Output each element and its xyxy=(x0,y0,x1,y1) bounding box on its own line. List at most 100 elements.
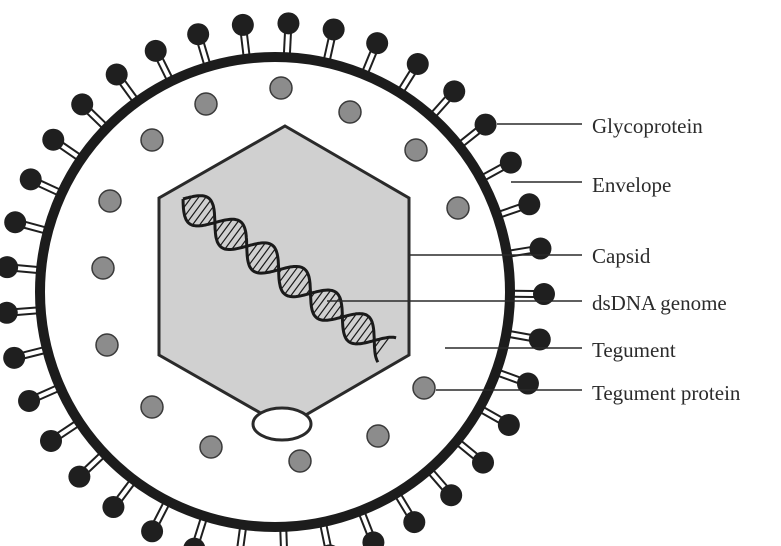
spike-stalk xyxy=(85,453,101,468)
glycoprotein-spike xyxy=(398,53,429,93)
spike-stalk xyxy=(500,210,521,217)
glycoprotein-spike xyxy=(480,407,520,436)
glycoprotein-head xyxy=(323,18,345,40)
glycoprotein-spike xyxy=(428,469,462,506)
glycoprotein-head xyxy=(407,53,429,75)
tegument-protein-label: Tegument protein xyxy=(592,381,741,405)
spike-stalk xyxy=(456,445,473,459)
spike-stalk xyxy=(198,45,204,66)
glycoprotein-spike xyxy=(183,517,206,546)
spike-stalk xyxy=(497,375,518,382)
glycoprotein-head xyxy=(0,256,18,278)
glycoprotein-spike xyxy=(20,168,61,195)
spike-stalk xyxy=(122,483,135,501)
glycoprotein-head xyxy=(529,328,551,350)
spike-stalk xyxy=(241,35,244,57)
glycoprotein-head xyxy=(440,484,462,506)
glycoprotein-spike xyxy=(71,93,107,128)
spike-stalk xyxy=(428,473,442,490)
glycoprotein-spike xyxy=(106,64,138,103)
tegument-protein xyxy=(289,450,311,472)
glycoprotein-spike xyxy=(42,129,81,161)
tegument-label: Tegument xyxy=(592,338,676,362)
glycoprotein-head xyxy=(529,238,551,260)
glycoprotein-spike xyxy=(4,211,47,233)
glycoprotein-spike xyxy=(323,18,345,61)
spike-stalk xyxy=(460,440,477,454)
spike-stalk xyxy=(120,84,133,102)
glycoprotein-spike xyxy=(141,501,169,542)
glycoprotein-head xyxy=(277,12,299,34)
tegument-protein xyxy=(447,197,469,219)
spike-stalk xyxy=(320,525,324,546)
capsid-label: Capsid xyxy=(592,244,651,268)
spike-stalk xyxy=(117,480,130,498)
glycoprotein-spike xyxy=(68,453,104,488)
glycoprotein-head xyxy=(443,80,465,102)
tegument-protein xyxy=(99,190,121,212)
spike-stalk xyxy=(284,33,285,55)
glycoprotein-head xyxy=(475,114,497,136)
envelope-label: Envelope xyxy=(592,173,671,197)
tegument-protein xyxy=(200,436,222,458)
spike-stalk xyxy=(91,109,107,124)
glycoprotein-head xyxy=(0,302,18,324)
glycoprotein-spike xyxy=(0,256,39,278)
glycoprotein-spike xyxy=(359,511,384,546)
tegument-protein xyxy=(413,377,435,399)
spike-stalk xyxy=(89,457,105,472)
glycoprotein-head xyxy=(4,211,26,233)
glycoprotein-head xyxy=(3,347,25,369)
spike-stalk xyxy=(87,114,103,129)
tegument-protein xyxy=(92,257,114,279)
glycoprotein-head xyxy=(366,32,388,54)
glycoprotein-head xyxy=(472,452,494,474)
glycoprotein-head xyxy=(18,390,40,412)
glycoprotein-spike xyxy=(508,238,551,260)
glycoprotein-spike xyxy=(3,347,46,369)
glycoprotein-spike xyxy=(145,40,173,81)
tegument-protein xyxy=(270,77,292,99)
glycoprotein-head xyxy=(183,538,205,546)
spike-stalk xyxy=(194,517,201,538)
glycoprotein-head xyxy=(500,152,522,174)
spike-stalk xyxy=(508,247,530,251)
spike-stalk xyxy=(498,205,519,212)
glycoprotein-spike xyxy=(498,193,540,217)
spike-stalk xyxy=(17,271,39,273)
spike-stalk xyxy=(509,331,531,335)
glycoprotein-head xyxy=(187,23,209,45)
spike-stalk xyxy=(459,128,476,142)
spike-stalk xyxy=(499,370,520,377)
spike-stalk xyxy=(58,421,76,433)
tegument-protein xyxy=(141,129,163,151)
glycoprotein-spike xyxy=(456,440,494,474)
spike-stalk xyxy=(25,353,46,358)
glycoprotein-spike xyxy=(40,421,79,452)
glycoprotein-spike xyxy=(0,302,39,324)
spike-stalk xyxy=(125,81,138,99)
spike-stalk xyxy=(23,347,44,352)
glycoprotein-spike xyxy=(277,12,299,55)
tegument-protein xyxy=(96,334,118,356)
glycoprotein-head xyxy=(498,414,520,436)
spike-stalk xyxy=(247,34,250,56)
glycoprotein-head xyxy=(106,64,128,86)
glycoprotein-head xyxy=(518,193,540,215)
spike-stalk xyxy=(17,313,39,315)
spike-stalk xyxy=(431,97,446,113)
spike-stalk xyxy=(432,469,446,486)
spike-stalk xyxy=(24,228,45,234)
spike-stalk xyxy=(326,523,330,545)
spike-stalk xyxy=(435,101,450,117)
spike-stalk xyxy=(204,43,210,64)
spike-stalk xyxy=(462,133,479,147)
glycoprotein-head xyxy=(40,430,62,452)
spike-stalk xyxy=(330,40,335,61)
glycoprotein-head xyxy=(403,511,425,533)
capsid-portal xyxy=(253,408,311,440)
glycoprotein-head xyxy=(232,14,254,36)
spike-stalk xyxy=(290,33,291,55)
